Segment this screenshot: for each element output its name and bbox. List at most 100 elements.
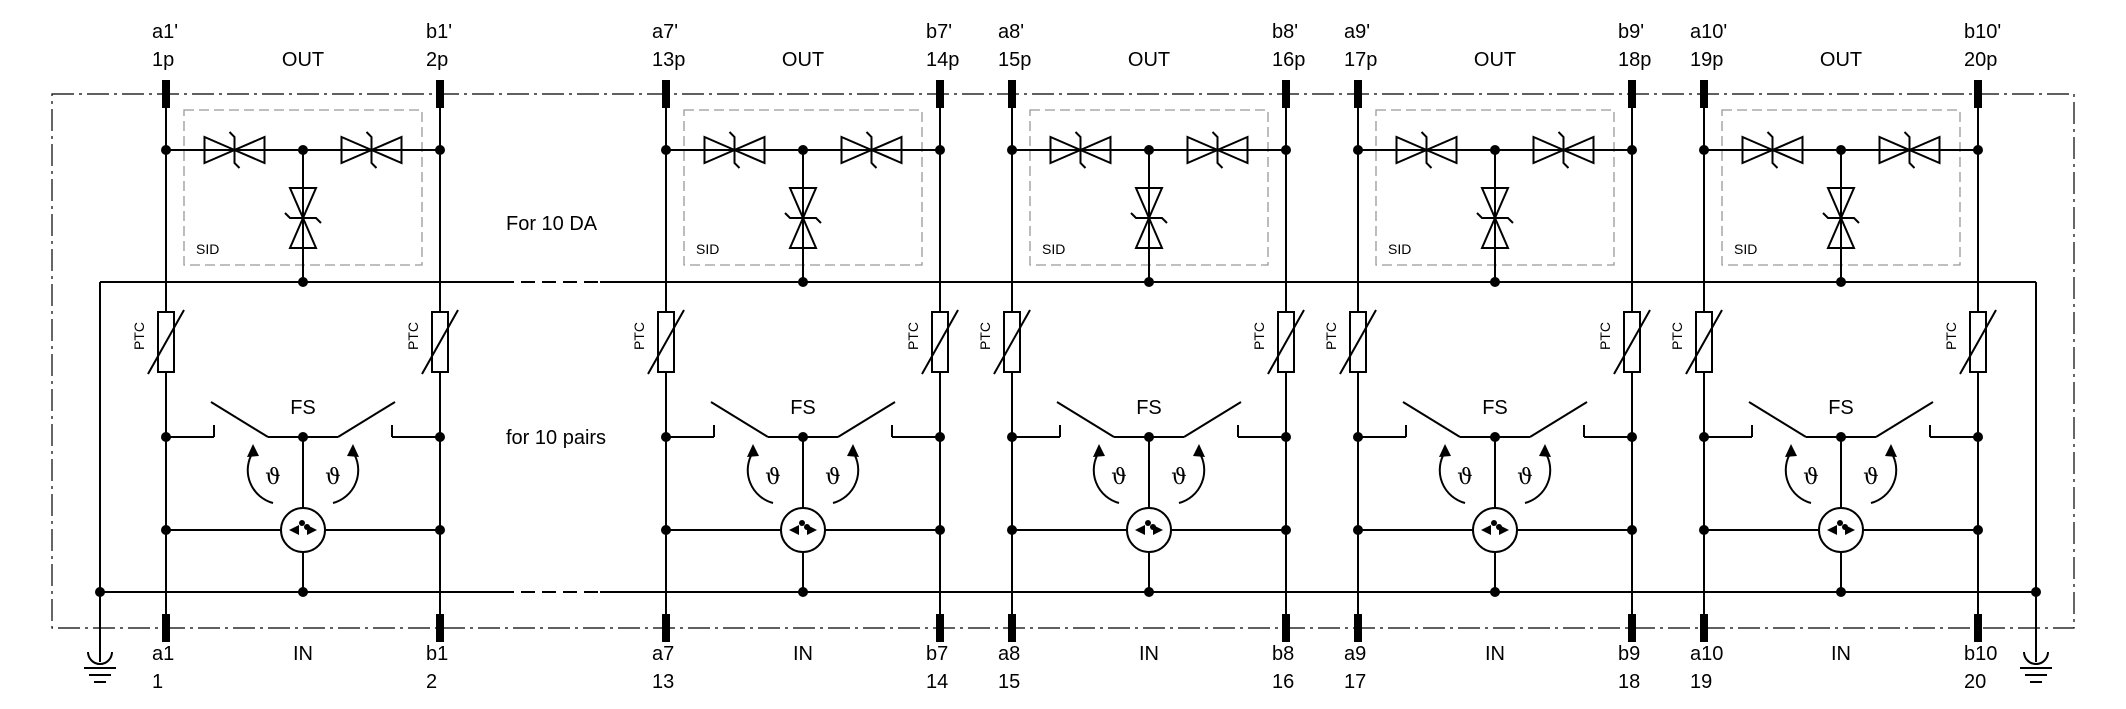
terminal-pin-top-b: 18p	[1618, 49, 1651, 71]
diode-triangle-top	[288, 187, 318, 221]
ptc-thermistor-b: PTC	[405, 309, 459, 375]
diode-triangle-bottom	[788, 215, 818, 249]
diode-triangle-left	[1878, 135, 1913, 165]
terminal-label-bottom-b: b8	[1272, 643, 1294, 665]
diode-triangle-right	[731, 135, 766, 165]
terminal-label-top-b: b8'	[1272, 21, 1298, 43]
terminal-pin-bottom-a: 13	[652, 671, 674, 693]
diode-triangle-right	[231, 135, 266, 165]
suppressor-diode-vertical	[1476, 187, 1514, 249]
fs-blade-left	[1748, 401, 1807, 438]
terminal-pin-bottom-b: 18	[1618, 671, 1640, 693]
junction-dot	[935, 145, 945, 155]
ptc-body	[431, 311, 449, 373]
ptc-body	[1695, 311, 1713, 373]
terminal-label-top-b: b7'	[926, 21, 952, 43]
theta-symbol-right: ϑ	[325, 465, 341, 490]
suppressor-diode-vertical	[1822, 187, 1860, 249]
fail-safe-switch: FS ϑ ϑ	[161, 397, 445, 508]
terminal-pin-top-b: 14p	[926, 49, 959, 71]
fs-label: FS	[1136, 397, 1162, 419]
suppressor-diode	[1878, 131, 1941, 169]
sensor-circle	[280, 507, 326, 553]
junction-dot	[1281, 432, 1291, 442]
junction-dot	[1490, 277, 1500, 287]
terminal-label-top-a: a7'	[652, 21, 678, 43]
in-label: IN	[1139, 643, 1159, 665]
diode-bar	[865, 131, 878, 169]
in-label: IN	[293, 643, 313, 665]
thermal-sensor	[161, 507, 445, 597]
suppressor-diode-vertical	[284, 187, 322, 249]
ptc-label: PTC	[1943, 322, 1959, 350]
diode-triangle-right	[1906, 135, 1941, 165]
sensor-dot	[304, 524, 310, 530]
junction-dot	[1353, 525, 1363, 535]
junction-dot	[798, 587, 808, 597]
diode-bar	[284, 212, 322, 224]
diode-triangle-right	[1769, 135, 1804, 165]
diode-triangle-bottom	[1480, 215, 1510, 249]
thermal-arrow-right	[1524, 451, 1552, 504]
junction-dot	[1007, 525, 1017, 535]
diode-bar	[1822, 212, 1860, 224]
suppressor-diode	[1186, 131, 1249, 169]
sensor-dot	[1145, 520, 1151, 526]
diode-bar	[1211, 131, 1224, 169]
earth-ground-right	[2020, 650, 2052, 683]
sensor-dot	[299, 520, 305, 526]
diode-bar	[784, 212, 822, 224]
ground-cup	[2023, 651, 2049, 665]
diode-triangle-left	[1186, 135, 1221, 165]
junction-dot	[1144, 587, 1154, 597]
ptc-slash	[993, 309, 1031, 375]
fs-blade-right	[1183, 401, 1242, 438]
ptc-label: PTC	[1597, 322, 1613, 350]
ptc-thermistor-a: PTC	[1669, 309, 1723, 375]
junction-dot	[1973, 432, 1983, 442]
junction-dot	[1281, 145, 1291, 155]
terminal-pin-top-b: 20p	[1964, 49, 1997, 71]
ptc-label: PTC	[405, 322, 421, 350]
junction-dot	[661, 525, 671, 535]
suppressor-diode	[703, 131, 766, 169]
theta-symbol-left: ϑ	[265, 465, 281, 490]
junction-dot	[1281, 525, 1291, 535]
sensor-circle	[780, 507, 826, 553]
diode-triangle-right	[368, 135, 403, 165]
in-label: IN	[1485, 643, 1505, 665]
sid-label: SID	[696, 241, 719, 257]
ptc-body	[1003, 311, 1021, 373]
fs-blade-right	[837, 401, 896, 438]
suppressor-diode-vertical	[1130, 187, 1168, 249]
diode-triangle-right	[868, 135, 903, 165]
thermal-arrowhead-left	[1093, 444, 1105, 457]
terminal-pin-bottom-b: 2	[426, 671, 437, 693]
ptc-slash	[1613, 309, 1651, 375]
suppressor-diode	[840, 131, 903, 169]
terminal-pin-bottom-b: 20	[1964, 671, 1986, 693]
sid-label: SID	[1042, 241, 1065, 257]
thermal-arrowhead-right	[847, 444, 859, 457]
thermal-sensor	[1007, 507, 1291, 597]
ptc-slash	[421, 309, 459, 375]
diode-triangle-right	[1423, 135, 1458, 165]
terminal-pin-top-a: 19p	[1690, 49, 1723, 71]
ptc-label: PTC	[131, 322, 147, 350]
diode-triangle-top	[1826, 187, 1856, 221]
diode-bar	[1903, 131, 1916, 169]
junction-dot	[1144, 277, 1154, 287]
junction-dot	[1627, 525, 1637, 535]
junction-dot	[1836, 145, 1846, 155]
fs-label: FS	[290, 397, 316, 419]
sid-label: SID	[1734, 241, 1757, 257]
ptc-slash	[921, 309, 959, 375]
junction-dot	[298, 587, 308, 597]
terminal-label-bottom-a: a8	[998, 643, 1020, 665]
ptc-body	[1969, 311, 1987, 373]
diode-triangle-left	[340, 135, 375, 165]
earth-ground-left	[84, 650, 116, 683]
